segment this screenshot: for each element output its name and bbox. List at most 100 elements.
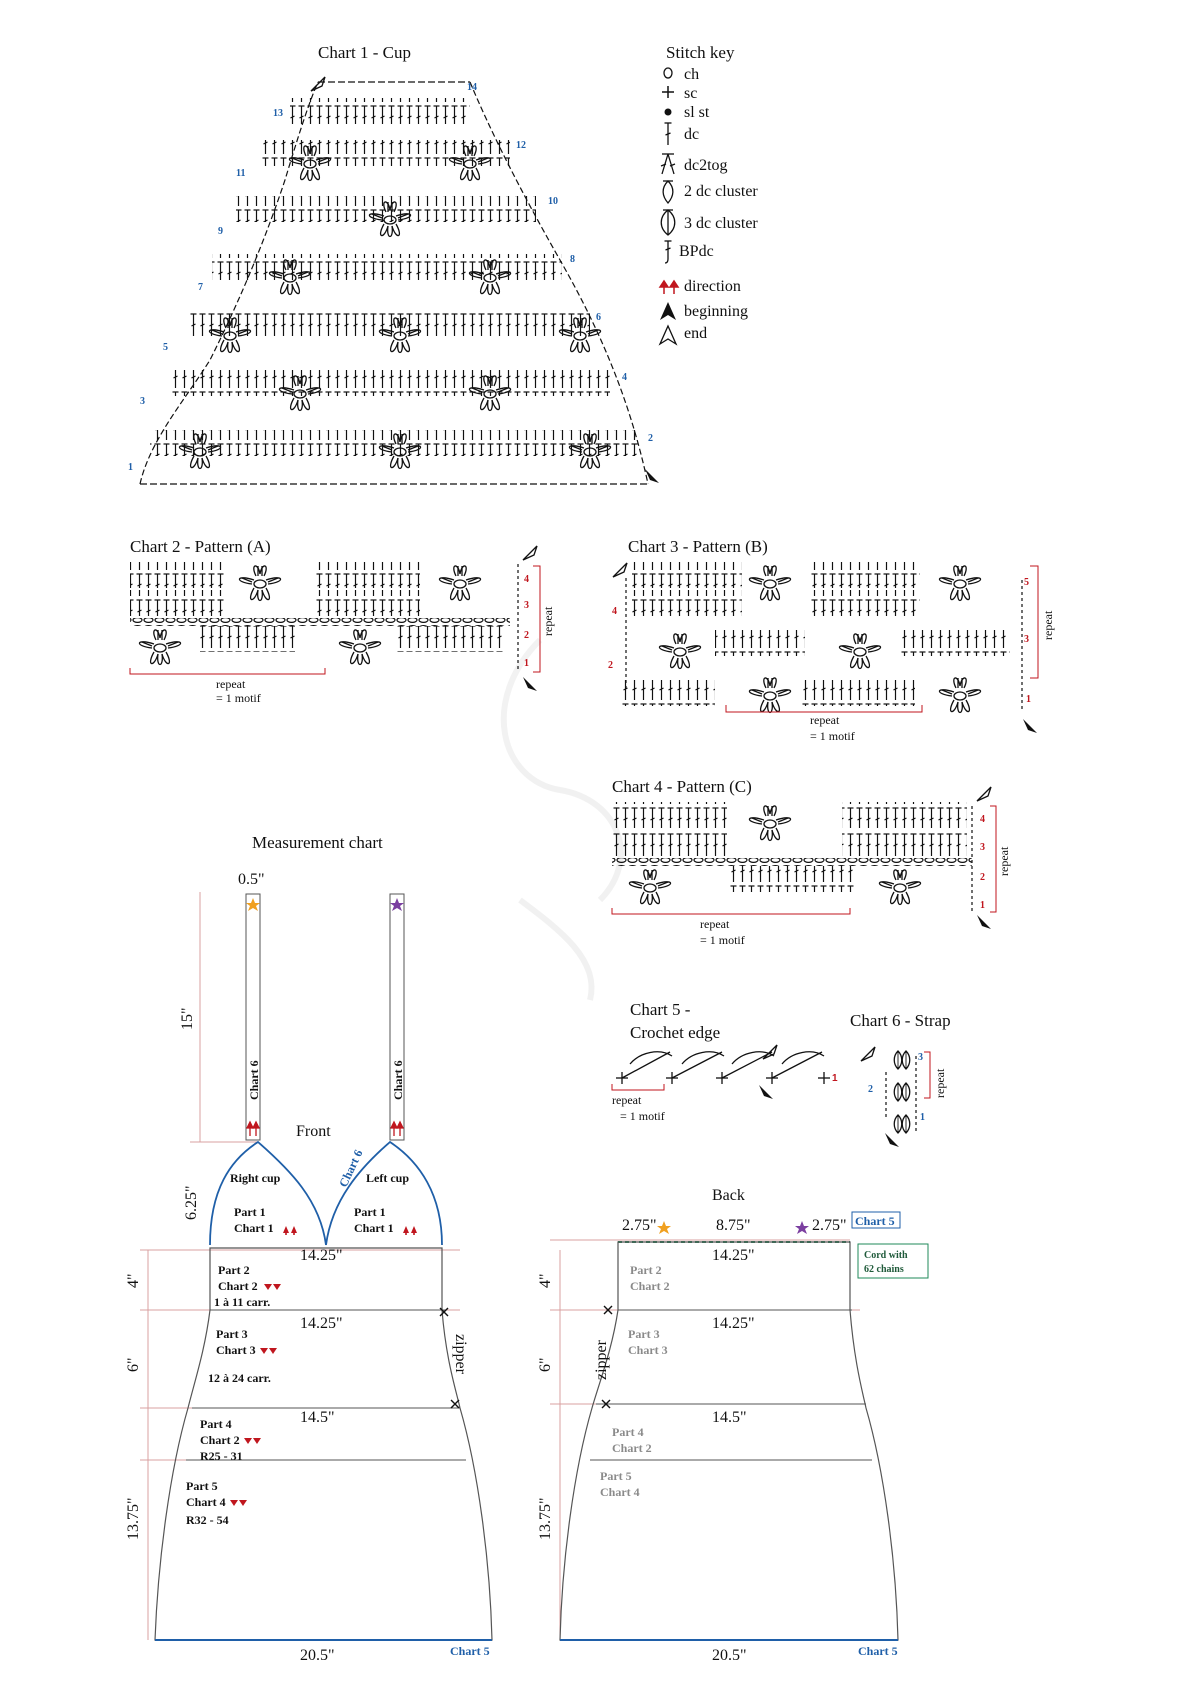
svg-text:4: 4 xyxy=(524,574,529,585)
front-strap-width: 0.5" xyxy=(238,871,265,888)
svg-text:2: 2 xyxy=(608,660,613,671)
chart1-flower-motifs xyxy=(178,145,612,470)
chart6-repeat-vertical: repeat xyxy=(933,1068,947,1098)
cup-direction-arrows-icon xyxy=(283,1226,417,1235)
right-cup-chart: Chart 1 xyxy=(234,1221,274,1235)
front-part-dividers xyxy=(186,1309,466,1461)
svg-text:14.25": 14.25" xyxy=(300,1247,343,1264)
svg-text:Part 5: Part 5 xyxy=(600,1469,632,1483)
svg-text:14.25": 14.25" xyxy=(712,1315,755,1332)
svg-text:14: 14 xyxy=(467,82,477,93)
chart5-edge-stitches xyxy=(616,1051,830,1084)
front-zipper-marks xyxy=(439,1307,460,1409)
svg-text:13: 13 xyxy=(273,108,283,119)
chart1-cup: Chart 1 - Cup xyxy=(128,43,659,485)
svg-text:9: 9 xyxy=(218,226,223,237)
key-label: dc2tog xyxy=(684,157,728,174)
left-strap-chart: Chart 6 xyxy=(391,1060,405,1100)
purple-star-icon xyxy=(795,1221,809,1234)
svg-text:3: 3 xyxy=(980,842,985,853)
chart2-row-numbers: 4 3 2 1 xyxy=(524,574,529,669)
key-label: ch xyxy=(684,66,699,83)
right-strap xyxy=(245,893,261,1141)
svg-text:20.5": 20.5" xyxy=(300,1647,335,1664)
chart6-strap: Chart 6 - Strap 3 2 1 repeat xyxy=(850,1011,951,1147)
chart4-repeat-label: repeat xyxy=(700,917,730,931)
chart3-beginning-arrow-icon xyxy=(1023,719,1037,733)
svg-text:5: 5 xyxy=(163,342,168,353)
svg-text:2: 2 xyxy=(648,433,653,444)
right-cup-part: Part 1 xyxy=(234,1205,266,1219)
svg-text:4: 4 xyxy=(980,814,985,825)
beginning-arrow-icon xyxy=(660,302,676,320)
svg-text:8.75": 8.75" xyxy=(716,1217,751,1234)
svg-text:3: 3 xyxy=(524,600,529,611)
svg-text:Chart 2: Chart 2 xyxy=(612,1441,652,1455)
front-strap-length: 15" xyxy=(179,1007,196,1030)
svg-text:Chart 3: Chart 3 xyxy=(216,1343,256,1357)
svg-text:6": 6" xyxy=(537,1357,554,1372)
left-cup-chart: Chart 1 xyxy=(354,1221,394,1235)
chart1-row-numbers: 1 3 5 7 9 11 13 2 4 6 8 10 12 14 xyxy=(128,82,653,473)
svg-text:1: 1 xyxy=(128,462,133,473)
svg-text:Part 3: Part 3 xyxy=(628,1327,660,1341)
front-direction-arrows-icon xyxy=(230,1284,281,1506)
svg-text:Part 3: Part 3 xyxy=(216,1327,248,1341)
svg-text:4: 4 xyxy=(622,372,627,383)
dc2tog-icon xyxy=(660,153,676,175)
right-cup-name: Right cup xyxy=(230,1171,281,1185)
two-dc-cluster-icon xyxy=(662,180,674,204)
chart1-beginning-arrow-icon xyxy=(645,469,659,483)
chart3-row-numbers: 5 3 1 4 2 xyxy=(608,577,1031,705)
key-label: BPdc xyxy=(679,243,714,260)
svg-text:20.5": 20.5" xyxy=(712,1647,747,1664)
chart4-title: Chart 4 - Pattern (C) xyxy=(612,777,752,796)
slip-stitch-icon xyxy=(664,108,672,116)
chart6-end-arrow-icon xyxy=(860,1046,876,1062)
chart6-beginning-arrow-icon xyxy=(885,1133,899,1147)
svg-text:14.5": 14.5" xyxy=(300,1409,335,1426)
svg-text:4": 4" xyxy=(125,1273,142,1288)
chart2-end-arrow-icon xyxy=(522,545,538,561)
svg-text:3: 3 xyxy=(918,1052,923,1063)
chart5-beginning-arrow-icon xyxy=(759,1085,773,1099)
measurement-title: Measurement chart xyxy=(252,833,383,852)
svg-text:13.75": 13.75" xyxy=(125,1497,142,1540)
back-width-labels: 14.25" 14.25" 14.5" 20.5" xyxy=(712,1247,755,1664)
chart5-row-number: 1 xyxy=(832,1073,838,1084)
svg-text:2: 2 xyxy=(868,1084,873,1095)
chart4-repeat-sub: = 1 motif xyxy=(700,933,745,947)
chart5-title-line2: Crochet edge xyxy=(630,1023,720,1042)
orange-star-icon xyxy=(657,1221,671,1234)
svg-text:R32 - 54: R32 - 54 xyxy=(186,1513,229,1527)
left-strap xyxy=(389,893,405,1141)
back-bottom-chart: Chart 5 xyxy=(858,1644,898,1658)
left-cup-part: Part 1 xyxy=(354,1205,386,1219)
chart2-repeat-vertical: repeat xyxy=(541,606,555,636)
svg-text:Part 2: Part 2 xyxy=(218,1263,250,1277)
back-height-labels: 4" 6" 13.75" xyxy=(537,1273,554,1540)
svg-text:4: 4 xyxy=(612,606,617,617)
stitch-key-title: Stitch key xyxy=(666,43,735,62)
measurement-front: Measurement chart 0.5" Chart 6 Chart 6 1… xyxy=(125,833,493,1664)
cord-note-box xyxy=(857,1243,929,1279)
cord-note-line1: Cord with xyxy=(864,1250,908,1261)
key-label: beginning xyxy=(684,303,748,320)
strap-direction-arrows-icon xyxy=(245,1120,405,1136)
chart1-stitch-rows xyxy=(150,98,640,456)
svg-text:12 à 24 carr.: 12 à 24 carr. xyxy=(208,1371,271,1385)
chart3-repeat-label: repeat xyxy=(810,713,840,727)
svg-text:Chart 4: Chart 4 xyxy=(186,1495,226,1509)
svg-text:2: 2 xyxy=(524,630,529,641)
svg-text:8: 8 xyxy=(570,254,575,265)
chart2-repeat-sub: = 1 motif xyxy=(216,691,261,705)
svg-text:1: 1 xyxy=(980,900,985,911)
svg-text:3: 3 xyxy=(140,396,145,407)
svg-text:1: 1 xyxy=(1026,694,1031,705)
svg-text:14.5": 14.5" xyxy=(712,1409,747,1426)
chart3-repeat-vertical: repeat xyxy=(1041,610,1055,640)
front-cup-height: 6.25" xyxy=(183,1185,200,1220)
chart3-repeat-sub: = 1 motif xyxy=(810,729,855,743)
svg-text:2.75": 2.75" xyxy=(622,1217,657,1234)
back-top-labels: 2.75" 8.75" 2.75" xyxy=(622,1217,847,1234)
